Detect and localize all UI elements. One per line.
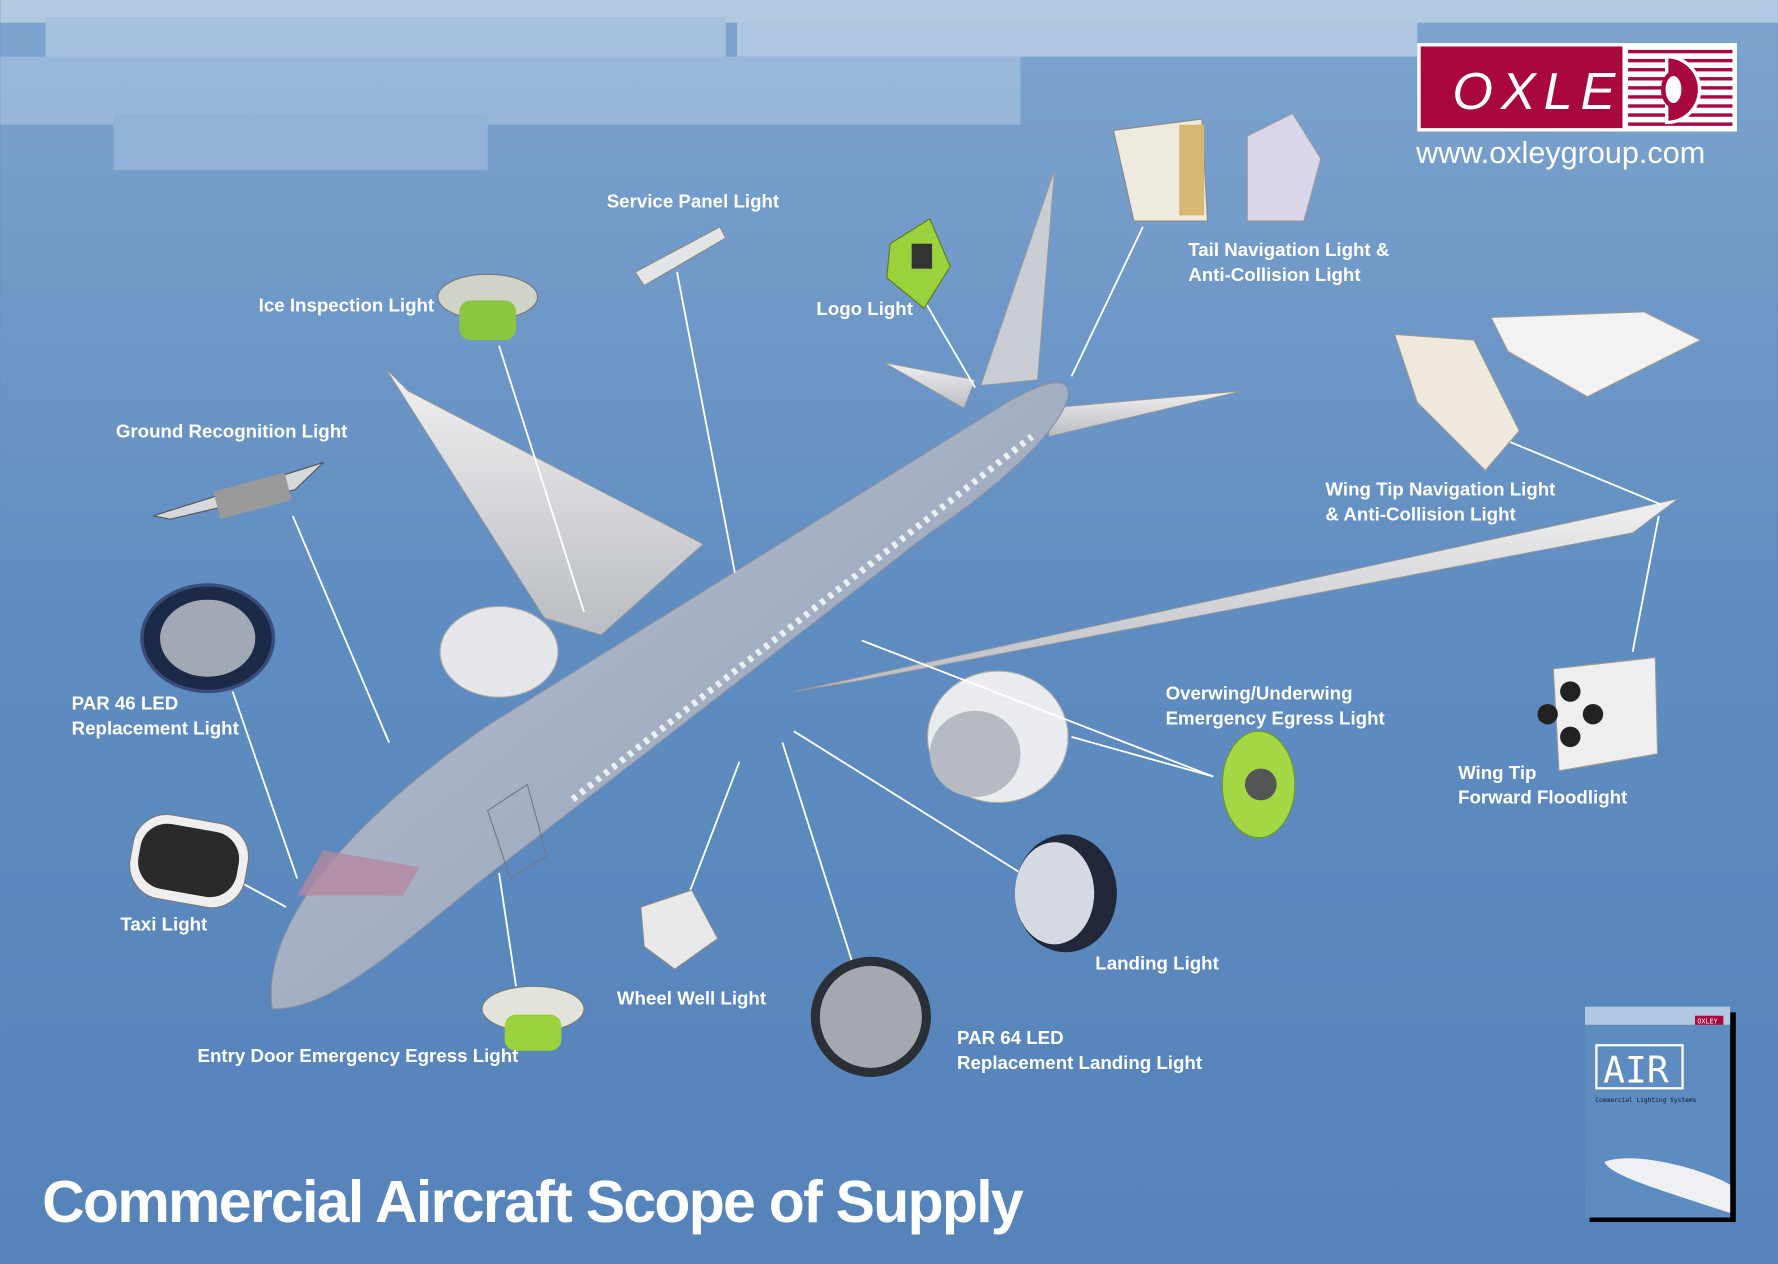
label-taxi-light: Taxi Light: [120, 914, 207, 935]
label-par46-1: PAR 46 LED: [72, 693, 179, 714]
brochure-airplane-image: [1604, 1158, 1731, 1213]
wheel-well-light-image: [640, 889, 719, 970]
label-entry-door-egress-light: Entry Door Emergency Egress Light: [197, 1045, 518, 1066]
label-service-panel-light: Service Panel Light: [607, 190, 779, 211]
label-wing-tip-flood-2: Forward Floodlight: [1458, 787, 1627, 808]
label-wing-tip-flood-1: Wing Tip: [1458, 762, 1536, 783]
air-brochure-thumbnail[interactable]: OXLEY AIR Commercial Lighting Systems: [1585, 1006, 1736, 1223]
label-wing-tip-nav-2: & Anti-Collision Light: [1325, 503, 1515, 524]
label-landing-light: Landing Light: [1095, 952, 1219, 973]
component-labels: Service Panel Light Ice Inspection Light…: [72, 190, 1628, 1073]
leader-lines: [231, 226, 1662, 987]
entry-door-egress-light-image: [481, 985, 585, 1051]
label-tail-nav-1: Tail Navigation Light &: [1188, 239, 1389, 260]
taxi-light-image: [129, 813, 250, 909]
logo-light-image: [886, 217, 951, 310]
overwing-egress-light-image: [1221, 730, 1296, 839]
cockpit-windows: [297, 850, 420, 896]
left-wing: [385, 368, 704, 636]
label-wing-tip-nav-1: Wing Tip Navigation Light: [1325, 478, 1555, 499]
label-ice-inspection-light: Ice Inspection Light: [259, 295, 434, 316]
entry-door: [487, 783, 548, 880]
par64-light-image: [810, 956, 931, 1077]
brochure-subtitle: Commercial Lighting Systems: [1595, 1097, 1696, 1104]
logo-text: OXLEY: [1452, 63, 1666, 121]
service-panel-light-image: [634, 225, 727, 287]
label-par64-1: PAR 64 LED: [957, 1027, 1064, 1048]
right-wing: [793, 498, 1679, 692]
label-logo-light: Logo Light: [816, 298, 913, 319]
left-stabilizer: [884, 362, 976, 409]
oxley-logo[interactable]: OXLEY: [1417, 43, 1737, 132]
tail-nav-light-image: [1112, 112, 1322, 222]
label-par46-2: Replacement Light: [72, 718, 239, 739]
par46-light-image: [140, 583, 276, 694]
airplane-illustration: [270, 169, 1679, 1010]
label-overwing-1: Overwing/Underwing: [1166, 682, 1353, 703]
ice-inspection-light-image: [437, 273, 539, 341]
page-title: Commercial Aircraft Scope of Supply: [42, 1170, 1024, 1235]
landing-light-image: [1014, 834, 1117, 953]
wing-tip-nav-light-image: [1393, 311, 1702, 472]
product-images: [129, 112, 1702, 1077]
label-overwing-2: Emergency Egress Light: [1166, 707, 1385, 728]
vertical-tail: [980, 169, 1055, 386]
label-par64-2: Replacement Landing Light: [957, 1052, 1202, 1073]
left-engine: [439, 605, 559, 698]
label-ground-recognition-light: Ground Recognition Light: [116, 421, 347, 442]
brochure-title: AIR: [1603, 1049, 1669, 1092]
wing-tip-floodlight-image: [1537, 656, 1659, 772]
label-tail-nav-2: Anti-Collision Light: [1188, 264, 1360, 285]
pixel-sky-band: [0, 0, 1778, 171]
website-link[interactable]: www.oxleygroup.com: [1415, 136, 1705, 170]
label-wheel-well-light: Wheel Well Light: [617, 987, 766, 1008]
ground-recognition-light-image: [153, 461, 324, 520]
brochure-brand: OXLEY: [1697, 1018, 1717, 1026]
